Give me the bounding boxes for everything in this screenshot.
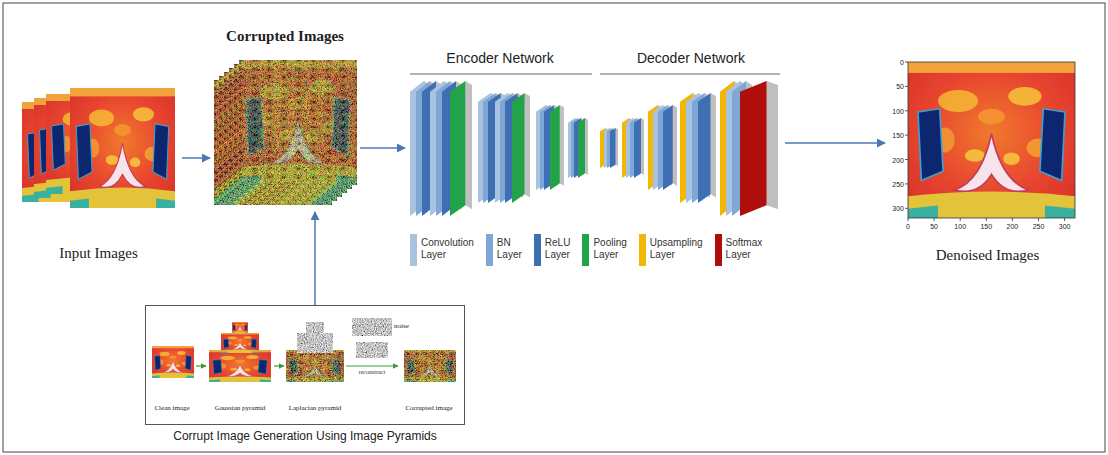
node-label: Corrupted image bbox=[405, 404, 452, 412]
axis-tick: 150 bbox=[892, 132, 904, 139]
node-label: Decoder Network bbox=[637, 50, 745, 66]
pyramid-inset: Corrupt Image Generation Using Image Pyr… bbox=[145, 305, 465, 425]
laplacian-pyramid: Laplacian pyramid bbox=[284, 318, 346, 412]
noise-label: noise bbox=[394, 322, 409, 330]
legend-swatch bbox=[410, 234, 417, 266]
flow-arrow bbox=[314, 212, 316, 305]
legend-text: Softmax Layer bbox=[726, 237, 763, 261]
axis-tick: 0 bbox=[900, 59, 904, 66]
flow-arrow bbox=[274, 365, 284, 366]
axis-tick: 50 bbox=[930, 223, 938, 230]
node-label: Corrupt Image Generation Using Image Pyr… bbox=[173, 429, 436, 443]
axis-tick: 100 bbox=[892, 107, 904, 114]
legend-swatch bbox=[486, 234, 493, 266]
legend-swatch bbox=[534, 234, 541, 266]
flow-arrow bbox=[182, 157, 210, 159]
axis-tick: 300 bbox=[1059, 223, 1071, 230]
corrupted-image: Corrupted image bbox=[398, 345, 460, 412]
legend-swatch bbox=[715, 234, 722, 266]
legend-text: Pooling Layer bbox=[593, 237, 626, 261]
flow-arrow bbox=[785, 142, 885, 144]
node-label: Laplacian pyramid bbox=[289, 404, 342, 412]
gaussian-pyramid: Gaussian pyramid bbox=[206, 318, 274, 412]
node-label: Corrupted Images bbox=[226, 28, 344, 45]
node-label: Encoder Network bbox=[446, 50, 553, 66]
legend-text: ReLU Layer bbox=[545, 237, 571, 261]
axis-tick: 150 bbox=[980, 223, 992, 230]
legend-swatch bbox=[639, 234, 646, 266]
corrupted-images bbox=[214, 60, 357, 205]
node-label: Clean image bbox=[154, 404, 189, 412]
flow-arrow bbox=[196, 365, 206, 366]
axis-tick: 300 bbox=[892, 205, 904, 212]
legend-text: Upsampling Layer bbox=[650, 237, 703, 261]
axis-tick: 0 bbox=[906, 223, 910, 230]
flow-arrow bbox=[360, 147, 405, 149]
node-label: Input Images bbox=[59, 245, 138, 262]
denoised-image-plot: Denoised Images bbox=[885, 52, 1090, 264]
axis-tick: 250 bbox=[1033, 223, 1045, 230]
edge-label: reconstruct bbox=[358, 369, 387, 375]
axis-tick: 250 bbox=[892, 180, 904, 187]
axis-tick: 200 bbox=[1007, 223, 1019, 230]
clean-image: Clean image bbox=[148, 336, 196, 412]
corrupted-image-stack: Corrupted Images bbox=[210, 28, 360, 212]
legend-swatch bbox=[582, 234, 589, 266]
legend-text: Convolution Layer bbox=[421, 237, 474, 261]
axis-tick: 200 bbox=[892, 156, 904, 163]
axis-tick: 50 bbox=[896, 83, 904, 90]
denoised-plot bbox=[905, 62, 1075, 221]
input-images bbox=[22, 88, 175, 208]
flow-arrow bbox=[346, 365, 398, 366]
encoder-network: Encoder Network bbox=[405, 50, 595, 222]
legend-text: BN Layer bbox=[497, 237, 522, 261]
node-label: Denoised Images bbox=[936, 247, 1040, 264]
pyramid-images bbox=[152, 318, 456, 382]
node-label: Gaussian pyramid bbox=[215, 404, 266, 412]
decoder-network: Decoder Network bbox=[597, 50, 785, 222]
input-image-stack: Input Images bbox=[15, 70, 182, 262]
decoder-layers bbox=[600, 81, 778, 216]
encoder-layers bbox=[410, 81, 588, 216]
axis-tick: 100 bbox=[954, 223, 966, 230]
